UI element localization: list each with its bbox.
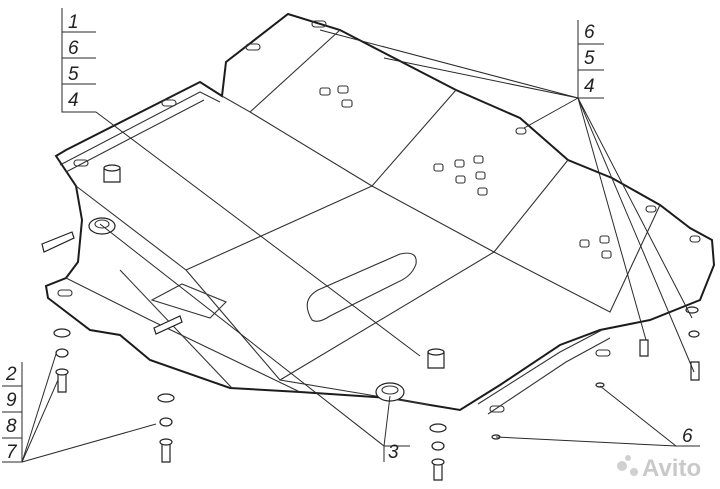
callout-label: 4 [584, 76, 595, 97]
leader-lines [21, 29, 695, 463]
callout-label: 3 [388, 442, 399, 463]
callout-label: 5 [68, 64, 79, 85]
skid-plate [41, 12, 716, 415]
fastener-bolt [429, 423, 447, 481]
fastener-bolt [53, 328, 71, 393]
callout-stack-right: 6 5 4 [577, 20, 604, 99]
callout-bottom-right: 6 [676, 426, 700, 447]
callout-label: 7 [6, 442, 18, 463]
callout-stack-bottom-left: 2 9 8 7 [2, 362, 23, 463]
callout-label: 2 [5, 364, 17, 385]
callout-bottom-center: 3 [383, 442, 410, 463]
fastener-bolt [157, 393, 175, 463]
callout-label: 4 [68, 90, 79, 111]
avito-watermark: Avito [617, 455, 701, 482]
watermark-text: Avito [642, 455, 701, 482]
callout-label: 8 [6, 416, 17, 437]
callout-label: 6 [682, 426, 693, 447]
callout-label: 5 [584, 48, 595, 69]
callout-stack-left: 1 6 5 4 [61, 8, 96, 113]
callout-label: 6 [68, 38, 79, 59]
callout-label: 9 [6, 390, 17, 411]
avito-logo-icon [617, 461, 627, 471]
callout-label: 1 [68, 12, 79, 33]
callout-label: 6 [584, 22, 595, 43]
